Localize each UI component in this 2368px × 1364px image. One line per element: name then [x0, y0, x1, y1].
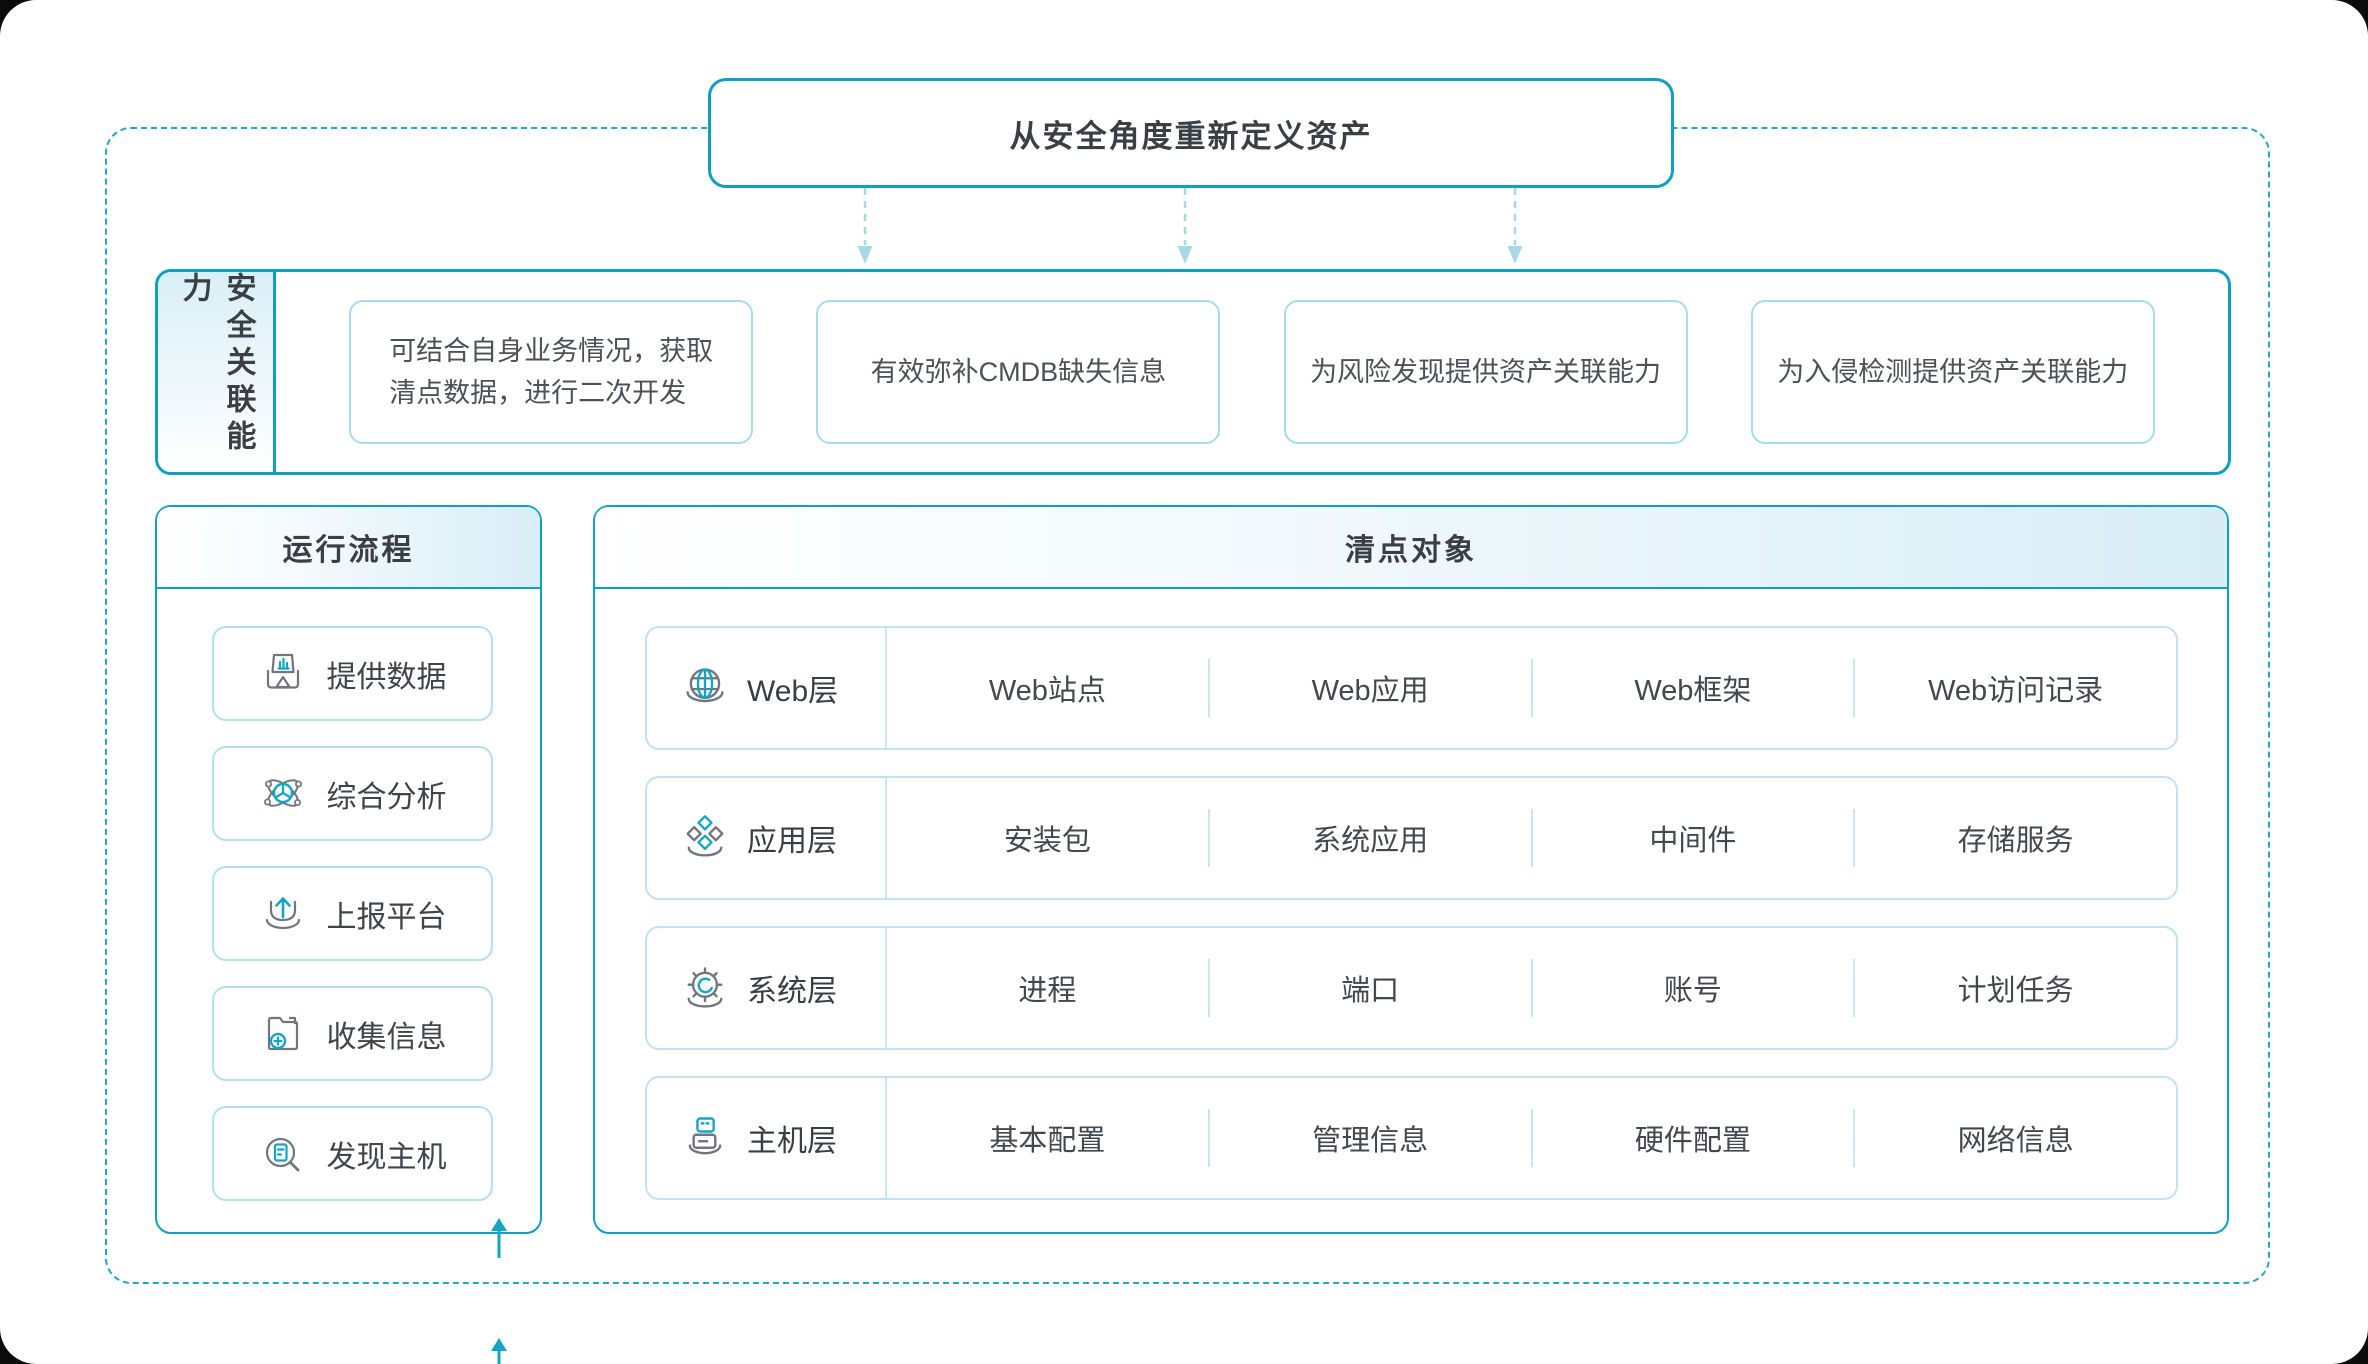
capability-card: 有效弥补CMDB缺失信息	[816, 300, 1221, 444]
capability-card: 为入侵检测提供资产关联能力	[1750, 300, 2155, 444]
row-label: Web层	[747, 675, 839, 708]
row-cells: Web站点 Web应用 Web框架 Web访问记录	[887, 628, 2176, 748]
row-label-block: 系统层	[647, 928, 887, 1048]
flow-step-discover-host: 发现主机	[212, 1106, 493, 1201]
row-cells: 基本配置 管理信息 硬件配置 网络信息	[887, 1078, 2176, 1198]
row-label-block: Web层	[647, 628, 887, 748]
dashed-connector-arrow	[1507, 188, 1523, 264]
inventory-header: 清点对象	[595, 507, 2227, 589]
cell-divider	[1207, 809, 1210, 867]
security-capability-band: 安全关联能力 可结合自身业务情况，获取 清点数据，进行二次开发 有效弥补CMDB…	[155, 269, 2231, 475]
capability-side-label: 安全关联能力	[177, 272, 255, 457]
flow-step-label: 收集信息	[326, 1020, 447, 1054]
cell-divider	[1530, 1109, 1533, 1167]
system-layer-icon	[687, 967, 723, 1008]
flow-step-label: 提供数据	[326, 660, 447, 694]
inventory-cell: 进程	[1018, 975, 1077, 1007]
cell-divider	[1530, 809, 1533, 867]
collect-icon	[267, 1016, 298, 1050]
row-label-block: 应用层	[647, 778, 887, 898]
cell-divider	[1207, 1109, 1210, 1167]
dashed-connector-arrow	[857, 188, 873, 264]
capability-card: 为风险发现提供资产关联能力	[1283, 300, 1688, 444]
cell-divider	[1530, 659, 1533, 717]
flow-step-analysis: 综合分析	[212, 746, 493, 841]
capability-card-label: 为风险发现提供资产关联能力	[1310, 357, 1662, 387]
inventory-cell: 管理信息	[1312, 1125, 1429, 1157]
inventory-cell: 存储服务	[1957, 825, 2074, 857]
cell-divider	[1530, 959, 1533, 1017]
inventory-cell: 计划任务	[1957, 975, 2074, 1007]
discover-icon	[265, 1137, 299, 1171]
inventory-cell: 安装包	[1003, 825, 1091, 857]
analysis-icon	[263, 778, 302, 807]
cell-divider	[1853, 809, 1856, 867]
inventory-cell: Web访问记录	[1928, 675, 2104, 707]
capability-card-label: 有效弥补CMDB缺失信息	[870, 357, 1167, 387]
flow-up-arrow	[491, 1218, 507, 1258]
cell-divider	[1207, 659, 1210, 717]
main-title-box: 从安全角度重新定义资产	[708, 78, 1674, 188]
web-layer-icon	[686, 668, 724, 703]
flow-step-collect-info: 收集信息	[212, 986, 493, 1081]
inventory-row-host: 主机层 基本配置 管理信息 硬件配置 网络信息	[645, 1076, 2178, 1200]
inventory-title: 清点对象	[1345, 534, 1477, 567]
capability-card-label: 为入侵检测提供资产关联能力	[1777, 357, 2129, 387]
flow-step-label: 综合分析	[326, 780, 447, 814]
cell-divider	[1853, 659, 1856, 717]
flow-step-report-platform: 上报平台	[212, 866, 493, 961]
row-cells: 安装包 系统应用 中间件 存储服务	[887, 778, 2176, 898]
flow-step-provide-data: 提供数据	[212, 626, 493, 721]
capability-side-label-col: 安全关联能力	[158, 272, 276, 472]
inventory-cell: 系统应用	[1312, 825, 1429, 857]
cell-divider	[1207, 959, 1210, 1017]
inventory-cell: 网络信息	[1957, 1125, 2074, 1157]
inventory-panel: 清点对象 Web层 Web站点 Web应用 Web框架	[593, 505, 2229, 1234]
inventory-cell: 基本配置	[989, 1125, 1106, 1157]
inventory-cell: 端口	[1341, 975, 1400, 1007]
row-label: 应用层	[747, 825, 837, 858]
inventory-cell: Web框架	[1634, 675, 1752, 707]
row-label-block: 主机层	[647, 1078, 887, 1198]
inventory-cell: 账号	[1663, 975, 1722, 1007]
row-label: 系统层	[747, 975, 837, 1008]
inventory-cell: Web站点	[988, 675, 1106, 707]
capability-card-line2: 清点数据，进行二次开发	[389, 378, 687, 408]
host-layer-icon	[688, 1117, 722, 1155]
row-label: 主机层	[747, 1125, 837, 1158]
provide-data-icon	[266, 653, 299, 689]
inventory-row-system: 系统层 进程 端口 账号 计划任务	[645, 926, 2178, 1050]
inventory-row-app: 应用层 安装包 系统应用 中间件 存储服务	[645, 776, 2178, 900]
run-flow-title: 运行流程	[282, 534, 415, 567]
flow-up-arrow	[491, 1338, 507, 1364]
inventory-cell: 中间件	[1649, 825, 1737, 857]
row-cells: 进程 端口 账号 计划任务	[887, 928, 2176, 1048]
run-flow-header: 运行流程	[157, 507, 540, 589]
flow-step-label: 发现主机	[326, 1140, 447, 1174]
app-layer-icon	[686, 815, 724, 857]
capability-cards: 可结合自身业务情况，获取 清点数据，进行二次开发 有效弥补CMDB缺失信息 为风…	[276, 272, 2228, 472]
inventory-cell: 硬件配置	[1634, 1125, 1751, 1157]
capability-card-line1: 可结合自身业务情况，获取	[389, 336, 714, 366]
main-title: 从安全角度重新定义资产	[1009, 118, 1373, 154]
dashed-connector-arrow	[1177, 188, 1193, 264]
capability-card: 可结合自身业务情况，获取 清点数据，进行二次开发	[349, 300, 754, 444]
inventory-row-web: Web层 Web站点 Web应用 Web框架 Web访问记录	[645, 626, 2178, 750]
cell-divider	[1853, 1109, 1856, 1167]
upload-icon	[265, 896, 300, 929]
flow-step-label: 上报平台	[326, 900, 447, 934]
cell-divider	[1853, 959, 1856, 1017]
inventory-cell: Web应用	[1311, 675, 1429, 707]
run-flow-panel: 运行流程 提供数据	[155, 505, 542, 1364]
